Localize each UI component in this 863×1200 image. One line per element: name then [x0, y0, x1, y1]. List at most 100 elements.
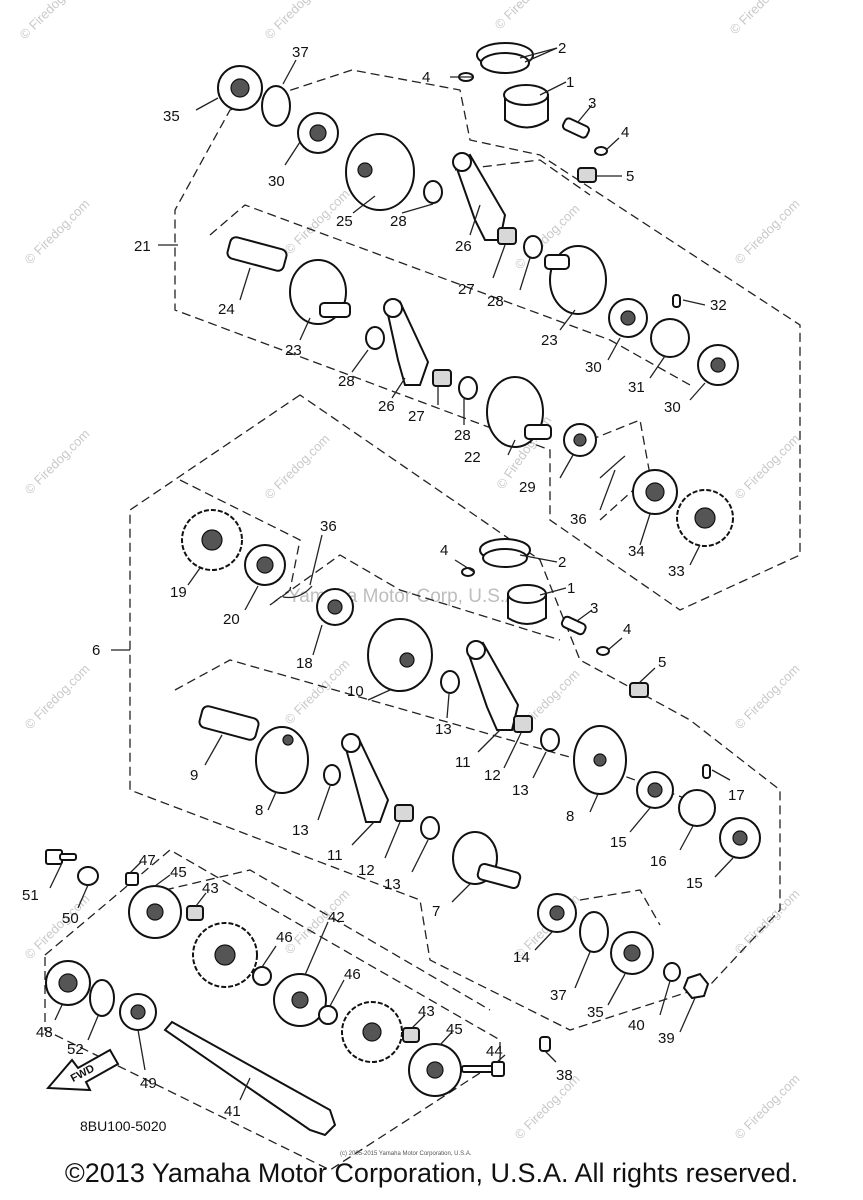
callout-15: 15 — [686, 875, 703, 892]
callout-3: 3 — [588, 95, 596, 112]
callout-13: 13 — [292, 822, 309, 839]
watermark: © Firedog.com — [732, 431, 803, 502]
needle-bearing — [432, 369, 452, 387]
circlip — [594, 146, 608, 156]
o-ring — [252, 966, 272, 986]
callout-2: 2 — [558, 554, 566, 571]
watermark: © Firedog.com — [732, 661, 803, 732]
watermark: © Firedog.com — [732, 886, 803, 957]
callout-30: 30 — [585, 359, 602, 376]
callout-14: 14 — [513, 949, 530, 966]
group-outlines — [44, 69, 801, 1171]
callout-32: 32 — [710, 297, 727, 314]
callout-3: 3 — [590, 600, 598, 617]
washer — [423, 180, 443, 204]
o-ring — [318, 1005, 338, 1025]
callout-1: 1 — [567, 580, 575, 597]
callout-47: 47 — [139, 852, 156, 869]
callout-24: 24 — [218, 301, 235, 318]
drive-gear — [678, 789, 716, 827]
crank-pin — [226, 236, 288, 272]
watermark: © Firedog.com — [22, 661, 93, 732]
watermark: © Firedog.com — [732, 196, 803, 267]
callout-19: 19 — [170, 584, 187, 601]
callout-2: 2 — [558, 40, 566, 57]
c-clip — [599, 455, 626, 479]
callout-10: 10 — [347, 683, 364, 700]
callout-8: 8 — [566, 808, 574, 825]
needle-bearing — [497, 227, 517, 245]
callout-35: 35 — [587, 1004, 604, 1021]
callout-31: 31 — [628, 379, 645, 396]
callout-44: 44 — [486, 1043, 503, 1060]
crank-wheel — [255, 726, 309, 794]
leader-lines — [49, 47, 734, 1101]
callout-15: 15 — [610, 834, 627, 851]
callout-36: 36 — [320, 518, 337, 535]
callout-13: 13 — [512, 782, 529, 799]
drive-gear — [650, 318, 690, 358]
callout-41: 41 — [224, 1103, 241, 1120]
collar — [186, 905, 204, 921]
snap-ring — [579, 911, 609, 953]
small-copyright-notice: (c) 2005-2015 Yamaha Motor Corporation, … — [340, 1151, 472, 1157]
callout-39: 39 — [658, 1030, 675, 1047]
pin — [672, 294, 681, 308]
callout-37: 37 — [292, 44, 309, 61]
needle-bearing — [629, 682, 649, 698]
callout-20: 20 — [223, 611, 240, 628]
callout-27: 27 — [458, 281, 475, 298]
washer — [663, 962, 681, 982]
collar — [402, 1027, 420, 1043]
callout-28: 28 — [338, 373, 355, 390]
needle-bearing — [394, 804, 414, 822]
callout-23: 23 — [541, 332, 558, 349]
callout-48: 48 — [36, 1024, 53, 1041]
watermark: © Firedog.com — [17, 0, 88, 42]
needle-bearing — [577, 167, 597, 183]
callout-46: 46 — [344, 966, 361, 983]
callout-13: 13 — [435, 721, 452, 738]
piston-pin — [561, 117, 591, 139]
c-clip — [282, 585, 313, 599]
callout-9: 9 — [190, 767, 198, 784]
watermark: © Firedog.com — [262, 0, 333, 42]
pin — [702, 764, 711, 779]
circlip — [461, 567, 475, 577]
callout-30: 30 — [664, 399, 681, 416]
callout-7: 7 — [432, 903, 440, 920]
callout-34: 34 — [628, 543, 645, 560]
callout-28: 28 — [487, 293, 504, 310]
nut — [682, 972, 710, 1000]
callout-45: 45 — [170, 864, 187, 881]
callout-4: 4 — [621, 124, 629, 141]
snap-ring — [89, 979, 115, 1017]
callout-35: 35 — [163, 108, 180, 125]
callout-33: 33 — [668, 563, 685, 580]
callout-37: 37 — [550, 987, 567, 1004]
snap-ring — [261, 85, 291, 127]
callout-4: 4 — [623, 621, 631, 638]
callout-6: 6 — [92, 642, 100, 659]
callout-43: 43 — [202, 880, 219, 897]
callout-25: 25 — [336, 213, 353, 230]
callout-21: 21 — [134, 238, 151, 255]
copyright-notice: ©2013 Yamaha Motor Corporation, U.S.A. A… — [64, 1158, 799, 1188]
callout-11: 11 — [455, 754, 471, 771]
washer — [420, 816, 440, 840]
crank-wheel — [345, 133, 415, 211]
callout-51: 51 — [22, 887, 39, 904]
fwd-arrow-icon: FWD — [45, 1048, 120, 1092]
circlip — [596, 646, 610, 656]
callouts: 2 4 1 3 4 5 37 35 30 25 28 26 21 27 28 2… — [22, 40, 745, 1120]
crank-wheel — [367, 618, 433, 692]
callout-5: 5 — [658, 654, 666, 671]
callout-28: 28 — [390, 213, 407, 230]
callout-4: 4 — [440, 542, 448, 559]
callout-30: 30 — [268, 173, 285, 190]
needle-bearing — [513, 715, 533, 733]
piston-pin — [560, 615, 587, 636]
callout-27: 27 — [408, 408, 425, 425]
callout-12: 12 — [484, 767, 501, 784]
